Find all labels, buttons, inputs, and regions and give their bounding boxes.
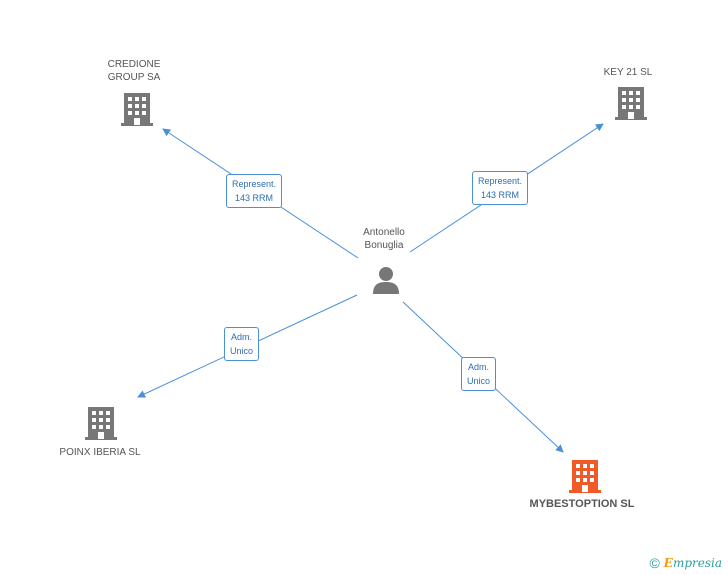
edge-label-credione[interactable]: Represent. 143 RRM [226,174,283,208]
brand-logo: Empresia [664,556,722,570]
edge-label-line1: Adm. [231,332,253,342]
edge-label-mybest[interactable]: Adm. Unico [461,357,497,391]
building-icon[interactable] [615,85,647,121]
building-icon-highlighted[interactable] [569,458,601,494]
brand-logo-rest: mpresia [672,556,722,570]
edge-label-line2: Unico [467,376,491,386]
edge-label-line1: Represent. [232,179,277,189]
person-label[interactable]: Antonello Bonuglia [349,226,419,252]
person-label-line2: Bonuglia [364,240,404,251]
credione-label-line1: CREDIONE [107,59,161,70]
credione-label[interactable]: CREDIONE GROUP SA [104,58,164,84]
credione-label-line2: GROUP SA [107,72,161,83]
edge-label-line1: Represent. [478,176,523,186]
copyright-icon: © [649,555,660,571]
edge-label-line2: 143 RRM [235,193,274,203]
edge-label-line1: Adm. [468,362,490,372]
mybest-label[interactable]: MYBESTOPTION SL [529,498,635,510]
poinx-label[interactable]: POINX IBERIA SL [59,447,141,458]
footer-brand: © Empresia [649,555,722,571]
edge-label-line2: 143 RRM [481,190,520,200]
person-label-line1: Antonello [363,227,405,238]
key21-label[interactable]: KEY 21 SL [603,67,653,78]
person-icon[interactable] [371,265,401,295]
edge-label-key21[interactable]: Represent. 143 RRM [472,171,529,205]
building-icon[interactable] [121,91,153,127]
building-icon[interactable] [85,405,117,441]
brand-logo-e: E [663,556,673,570]
edge-label-poinx[interactable]: Adm. Unico [224,327,260,361]
edge-label-line2: Unico [230,346,254,356]
